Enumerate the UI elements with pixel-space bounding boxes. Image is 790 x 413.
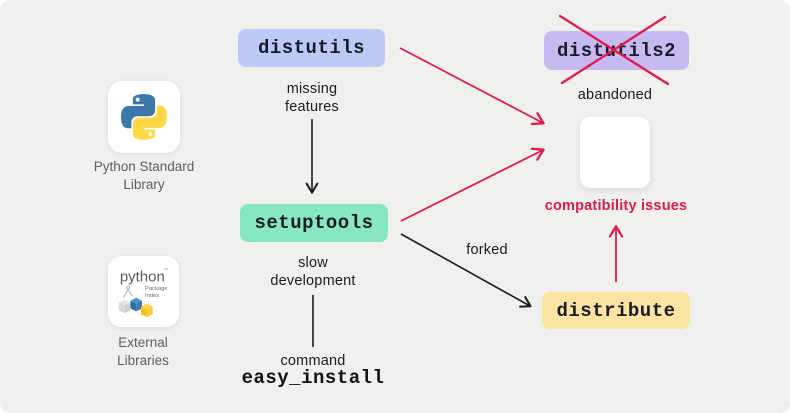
label-slow-development: slow development	[233, 255, 393, 290]
label-abandoned-text: abandoned	[577, 87, 653, 103]
stdlib-caption-line2: Library	[123, 176, 165, 192]
pypi-card: python ™ Package Index	[108, 256, 179, 327]
pypi-logo-word: python	[119, 268, 164, 285]
python-stdlib-card	[108, 81, 180, 153]
node-distutils2: distutils2	[544, 31, 689, 70]
label-forked-text: forked	[466, 242, 508, 258]
compatibility-blank-box	[580, 117, 650, 188]
node-distutils-label: distutils	[257, 37, 366, 59]
pypi-blue-cube	[129, 297, 142, 311]
pypi-logo-sub1: Package	[144, 286, 167, 292]
node-distutils2-label: distutils2	[556, 39, 677, 62]
external-caption-line2: Libraries	[117, 352, 169, 368]
node-setuptools: setuptools	[240, 204, 388, 242]
label-compatibility-issues: compatibility issues	[516, 198, 716, 216]
edge-distutils-to-compatibility	[399, 47, 545, 126]
label-forked: forked	[447, 242, 527, 260]
label-slow-line2: development	[270, 272, 356, 289]
external-caption: External Libraries	[62, 334, 224, 370]
node-distribute: distribute	[542, 292, 690, 329]
label-missing-features: missing features	[232, 81, 392, 116]
pypi-gray-cube	[118, 299, 130, 313]
pypi-yellow-cube	[140, 303, 153, 317]
node-distribute-label: distribute	[556, 299, 676, 322]
label-missing-line2: features	[285, 98, 339, 115]
label-compatibility-text: compatibility issues	[544, 198, 688, 214]
label-easy-install-text: easy_install	[241, 367, 385, 389]
label-command: command	[233, 353, 393, 371]
pypi-logo-tm: ™	[163, 267, 168, 273]
label-missing-line1: missing	[286, 81, 338, 97]
python-logo-icon	[121, 94, 167, 140]
node-distutils: distutils	[238, 29, 385, 67]
pypi-logo-sub2: Index	[144, 292, 158, 298]
node-setuptools-label: setuptools	[254, 212, 374, 234]
stdlib-caption-line1: Python Standard	[93, 159, 195, 174]
label-easy-install: easy_install	[210, 367, 416, 389]
pypi-logo-icon: python ™ Package Index	[118, 267, 168, 317]
stdlib-caption: Python Standard Library	[63, 158, 225, 194]
label-abandoned: abandoned	[535, 87, 695, 105]
label-command-text: command	[280, 353, 346, 369]
pypi-hook-glyph	[122, 285, 133, 298]
label-slow-line1: slow	[298, 255, 328, 271]
external-caption-line1: External	[118, 335, 168, 350]
